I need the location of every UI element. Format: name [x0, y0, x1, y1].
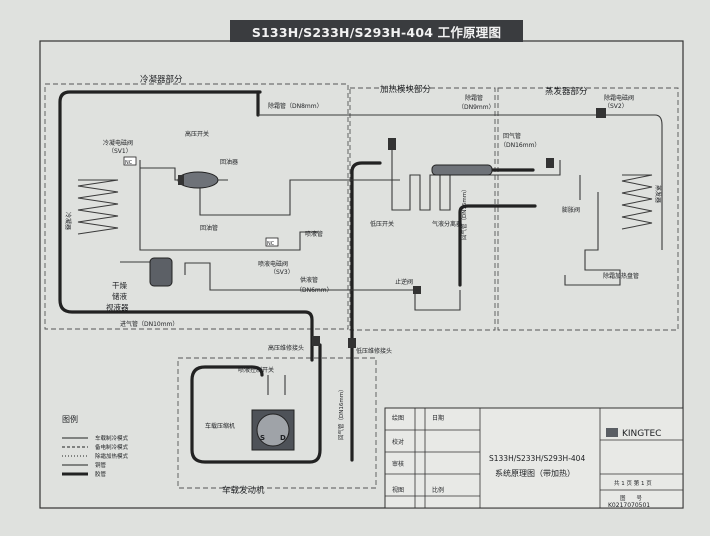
- tb-model: S133H/S233H/S293H-404: [489, 454, 585, 463]
- liquid-pipe-dn6: （DN6mm）: [296, 287, 333, 294]
- tb-drawing-no-label: 图 号: [620, 494, 643, 502]
- injection-pipe-label: 喷液管: [305, 230, 323, 238]
- check-valve-label: 止逆阀: [395, 278, 413, 286]
- tb-drawn: 绘图: [392, 414, 404, 422]
- tb-sheets: 共 1 页 第 1 页: [614, 479, 652, 487]
- injection-control-switch-label: 喷液控制开关: [238, 366, 274, 374]
- return-pipe-dn16: （DN16mm）: [500, 142, 540, 149]
- evaporator-section-title: 蒸发器部分: [545, 86, 588, 97]
- defrost-pipe-mid-label: 除霜管: [465, 94, 483, 102]
- defrost-heating-coil: [564, 192, 621, 286]
- defrost-valve-sv2: （SV2）: [604, 103, 628, 110]
- drier-label-1: 干燥: [112, 281, 127, 290]
- condenser-valve-label: 冷凝电磁阀: [103, 139, 133, 147]
- compressor-loop-hose: [190, 343, 322, 464]
- tb-reviewed: 审核: [392, 460, 404, 468]
- expansion-valve-label: 膨胀阀: [562, 206, 580, 214]
- heating-coil-pipe: [391, 145, 460, 211]
- high-pressure-switch-icon: [178, 175, 184, 185]
- engine-section-title: 车载发动机: [222, 485, 265, 496]
- high-pressure-port-icon: [312, 336, 320, 346]
- tb-checked: 校对: [392, 438, 404, 446]
- evaporator-coil-label: 蒸发器: [654, 185, 662, 203]
- oil-return-pipe: [199, 179, 400, 216]
- liquid-pipe-label: 供液管: [300, 276, 318, 284]
- defrost-heating-pipe-label: 除霜加热盘管: [603, 272, 639, 280]
- tb-brand: KINGTEC: [622, 429, 661, 439]
- injection-valve-sv3: （SV3）: [270, 269, 294, 276]
- condenser-valve-nc: NC: [125, 160, 133, 166]
- low-pressure-port-label: 低压维修接头: [356, 347, 392, 355]
- check-valve-icon: [413, 286, 421, 294]
- drier-label-2: 储液: [112, 291, 127, 301]
- low-pressure-switch-icon: [388, 138, 396, 150]
- evaporator-coil-zigzag: [621, 174, 653, 230]
- low-pressure-switch-label: 低压开关: [370, 220, 394, 228]
- compressor-icon: [251, 409, 295, 451]
- tb-date: 日期: [432, 414, 444, 422]
- condenser-loop-hose: [58, 90, 314, 362]
- legend-item-2: 备电制冷模式: [95, 443, 129, 451]
- injection-pipe: [139, 160, 318, 251]
- return-hose-vertical: [350, 161, 382, 462]
- high-pressure-port-label: 高压维修接头: [268, 344, 304, 352]
- legend-item-4: 铜管: [95, 461, 107, 469]
- condenser-valve-nc-box: [123, 156, 137, 166]
- compressor-label: 车载压缩机: [205, 422, 235, 430]
- liquid-supply-pipe: [184, 262, 461, 311]
- heating-section-title: 加热模块部分: [380, 84, 432, 95]
- high-pressure-switch-label: 高压开关: [185, 130, 209, 138]
- return-pipe-label: 回气管: [503, 132, 521, 140]
- tb-drawing-no: K0217070501: [608, 502, 650, 509]
- condenser-section-title: 冷凝器部分: [140, 74, 183, 85]
- drier-receiver-icon: [149, 257, 173, 287]
- heating-section-box: [349, 87, 496, 331]
- condenser-section-box: [44, 83, 349, 330]
- condenser-coil-zigzag: [77, 179, 119, 235]
- diagram-title: S133H/S233H/S293H-404 工作原理图: [230, 20, 523, 42]
- compressor-suction-mark: S: [260, 434, 265, 442]
- legend: 图例 车载制冷模式 备电制冷模式 除霜加热模式 铜管 胶管: [62, 414, 129, 478]
- low-pressure-port-icon: [348, 338, 356, 348]
- injection-valve-nc-box: [265, 237, 279, 247]
- gas-liquid-separator-icon: [431, 164, 493, 176]
- legend-item-5: 胶管: [95, 470, 107, 478]
- expansion-valve-icon: [546, 158, 554, 168]
- injection-valve-label: 喷液电磁阀: [258, 260, 288, 268]
- defrost-pipe-top-label: 除霜管（DN8mm）: [268, 102, 323, 110]
- condenser-valve-sv1: （SV1）: [108, 148, 132, 155]
- condenser-coil-label: 冷凝器: [64, 212, 72, 230]
- tb-scale: 比例: [432, 486, 444, 494]
- return-hose-evaporator: [458, 204, 537, 287]
- legend-item-1: 车载制冷模式: [95, 434, 129, 442]
- drier-label-3: 视液器: [106, 302, 129, 312]
- defrost-pipe-dn9-label: （DN9mm）: [458, 104, 495, 111]
- tb-view: 视图: [392, 486, 404, 494]
- discharge-pipe-label: 进气管（DN10mm）: [120, 320, 178, 328]
- defrost-valve-icon: [596, 108, 606, 118]
- engine-section-box: [177, 357, 377, 489]
- return-pipe-vertical-label: 回气管（DN16mm）: [460, 186, 468, 240]
- defrost-pipe-copper: [258, 114, 663, 250]
- title-block: 绘图 日期 校对 审核 视图 比例 S133H/S233H/S293H-404 …: [384, 407, 684, 509]
- legend-item-3: 除霜加热模式: [95, 452, 129, 460]
- injection-valve-nc: NC: [267, 241, 275, 247]
- brand-logo-icon: [606, 428, 618, 437]
- tb-drawing-name: 系统原理图（带加热）: [495, 468, 575, 478]
- oil-return-pipe-label: 回油管: [200, 224, 218, 232]
- compressor-discharge-mark: D: [280, 434, 286, 442]
- oil-separator-label: 回油器: [220, 158, 238, 166]
- defrost-valve-label: 除霜电磁阀: [604, 94, 634, 102]
- legend-title: 图例: [62, 414, 78, 424]
- heating-to-evap-pipe: [460, 160, 561, 176]
- gas-liquid-separator-label: 气液分离器: [432, 220, 462, 228]
- return-pipe-lower-label: 回气管（DN16mm）: [337, 386, 345, 440]
- evaporator-section-box: [497, 87, 679, 331]
